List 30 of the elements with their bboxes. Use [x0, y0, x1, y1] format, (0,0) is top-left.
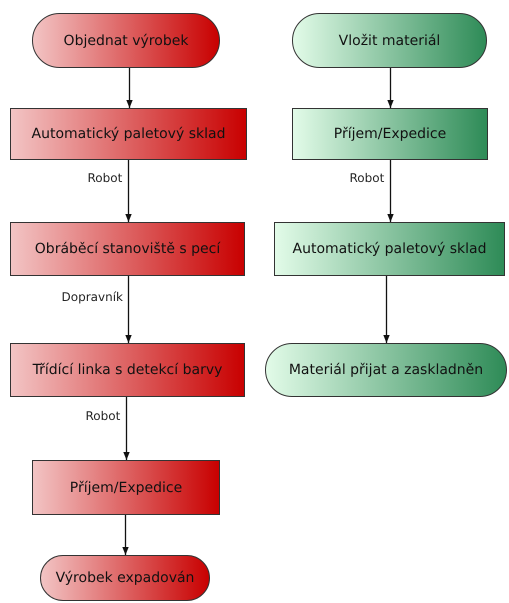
node-text: Příjem/Expedice [68, 480, 184, 496]
terminal-node [40, 555, 210, 601]
node-text: Příjem/Expedice [332, 126, 448, 142]
node-text: Obráběcí stanoviště s pecí [34, 241, 222, 257]
arrow [383, 276, 390, 343]
node-text: Automatický paletový sklad [30, 126, 226, 142]
arrow [387, 68, 394, 108]
node-text: Třídící linka s detekcí barvy [32, 362, 224, 378]
node-text: Výrobek expadován [54, 570, 196, 586]
node-text: Automatický paletový sklad [292, 241, 488, 257]
arrow [125, 160, 132, 222]
arrow [122, 515, 129, 555]
arrow [125, 276, 132, 343]
edge-label: Dopravník [62, 290, 123, 304]
node-text: Materiál přijat a zaskladněn [288, 362, 484, 378]
node-text: Objednat výrobek [62, 32, 190, 48]
process-box [274, 222, 505, 276]
arrow [387, 160, 394, 222]
edge-label: Robot [86, 408, 120, 422]
arrow [126, 68, 133, 108]
process-box [292, 108, 488, 160]
process-box [10, 222, 245, 276]
arrow [123, 397, 130, 460]
process-box [10, 108, 247, 160]
process-box [10, 343, 245, 397]
edge-label: Robot [88, 171, 122, 185]
edge-label: Robot [350, 171, 384, 185]
terminal-node [265, 343, 507, 397]
process-box [32, 460, 220, 515]
node-text: Vložit materiál [338, 32, 442, 48]
